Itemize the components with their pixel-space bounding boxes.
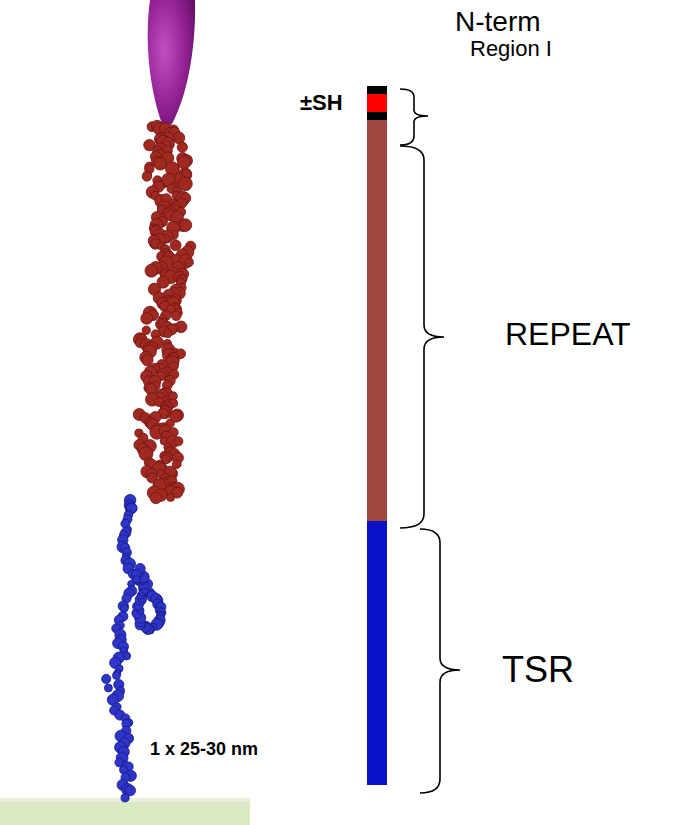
residue-blob bbox=[154, 157, 167, 170]
residue-blob bbox=[185, 258, 193, 266]
residue-blob bbox=[150, 492, 161, 503]
domain-name: REPEAT bbox=[505, 318, 631, 350]
residue-blob bbox=[167, 493, 175, 501]
residue-blob bbox=[142, 354, 153, 365]
thiol-label: ±SH bbox=[300, 92, 343, 114]
region-name: N-term bbox=[455, 8, 541, 36]
residue-blob bbox=[121, 604, 129, 612]
residue-blob bbox=[145, 264, 158, 277]
bar-tsr bbox=[367, 521, 387, 785]
brace bbox=[420, 529, 460, 793]
residue-blob bbox=[113, 671, 121, 679]
brace bbox=[400, 146, 444, 528]
domain-name: TSR bbox=[502, 652, 574, 688]
residue-blob bbox=[104, 684, 112, 692]
residue-blob bbox=[179, 219, 192, 232]
residue-blob bbox=[141, 313, 153, 325]
residue-blob bbox=[178, 156, 191, 169]
residue-blob bbox=[171, 311, 181, 321]
region-name: Region I bbox=[470, 38, 552, 60]
protein-chain bbox=[102, 120, 196, 802]
bar-black bbox=[367, 86, 387, 94]
bar-black bbox=[367, 112, 387, 120]
bar-repeat bbox=[367, 120, 387, 521]
residue-blob bbox=[102, 674, 111, 683]
dimension: 1 x 25-30 nm bbox=[150, 740, 258, 758]
brace bbox=[400, 89, 428, 145]
residue-blob bbox=[170, 240, 181, 251]
afm-tip bbox=[148, 0, 195, 126]
residue-blob bbox=[177, 142, 187, 152]
bar-red bbox=[367, 94, 387, 112]
residue-blob bbox=[121, 794, 129, 802]
braces bbox=[400, 89, 460, 793]
residue-blob bbox=[164, 329, 172, 337]
residue-blob bbox=[142, 172, 151, 181]
surface bbox=[0, 800, 250, 825]
residue-blob bbox=[162, 452, 173, 463]
residue-blob bbox=[174, 437, 183, 446]
residue-blob bbox=[118, 601, 128, 611]
